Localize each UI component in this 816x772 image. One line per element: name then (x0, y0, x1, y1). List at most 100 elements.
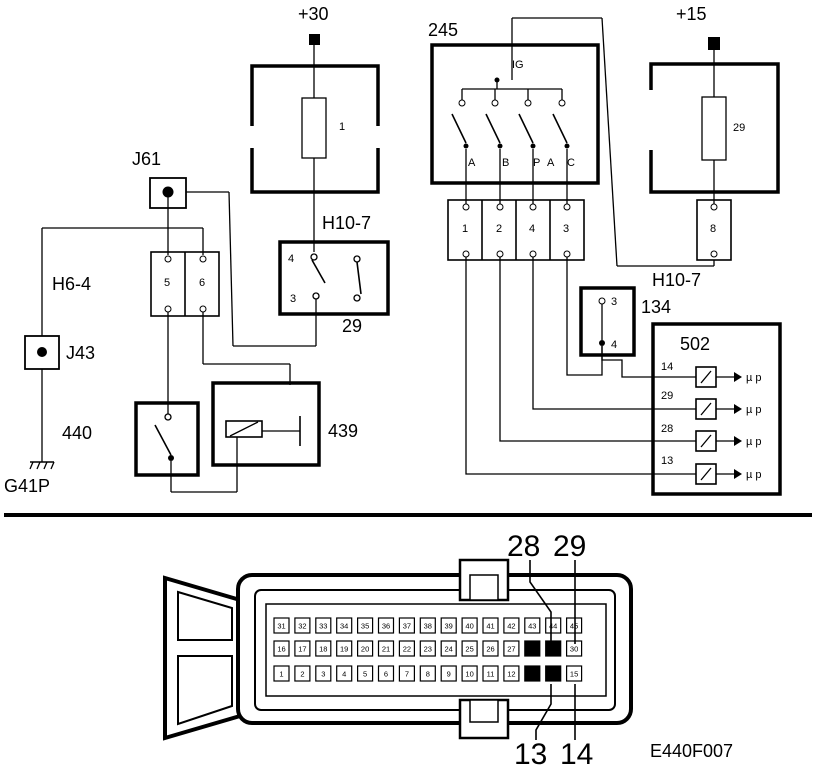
ecu-unit: µ p (746, 436, 762, 448)
connector-pin-label: 36 (382, 622, 390, 631)
ecu-wiring (465, 257, 696, 475)
connector-pin-label: 9 (447, 670, 451, 679)
connector-pin (565, 617, 583, 634)
connector-pin-label: 7 (405, 670, 409, 679)
connector-pin (336, 617, 353, 634)
callout-pin-28: 28 (507, 530, 540, 563)
supply-plus15: +15 29 8 (649, 4, 780, 261)
connector-134: 3 4 134 (579, 286, 671, 357)
connector-pin (336, 640, 353, 657)
ecu-unit: µ p (746, 469, 762, 481)
ignition-contact-b-icon (485, 113, 501, 144)
connector-pin-label: 30 (570, 645, 578, 654)
connector-pin-label: 1 (279, 670, 283, 679)
arrow-icon (734, 469, 742, 479)
connector-pin-label: 44 (549, 622, 557, 631)
arrow-icon (734, 372, 742, 382)
connector-pin (503, 665, 520, 682)
ignition-contact-c: C (567, 157, 575, 169)
connector-pin-label: 16 (277, 645, 285, 654)
connector-pin-label: 41 (486, 622, 494, 631)
ign-pin-4: 4 (529, 223, 535, 235)
connector-pin-label: 38 (424, 622, 432, 631)
connector-pin (440, 617, 457, 634)
connector-pin (524, 617, 541, 634)
connector-pin (545, 640, 562, 657)
ecu-unit: µ p (746, 372, 762, 384)
arrow-icon (734, 436, 742, 446)
connector-pin-label: 4 (342, 670, 346, 679)
connector-pin-label: 3 (321, 670, 325, 679)
connector-h6-4: H6-4 5 6 (41, 227, 291, 415)
j43-terminal-icon (37, 347, 47, 357)
door-switch (134, 401, 237, 493)
ecu-label: 502 (680, 334, 710, 354)
terminal-plus30-icon (309, 34, 320, 45)
relay-box-number: 29 (342, 316, 362, 336)
relay-contact-left-icon (311, 259, 326, 284)
callout-pin-13: 13 (514, 738, 547, 771)
connector-j43: J43 440 G41P (4, 335, 95, 496)
connector-134-label: 134 (641, 297, 671, 317)
connector-pin-label: 5 (363, 670, 367, 679)
connector-pin (545, 617, 562, 634)
connector-pin-label: 26 (486, 645, 494, 654)
connector-pin (482, 665, 499, 682)
connector-pin (461, 617, 478, 634)
relay-pin-3: 3 (290, 293, 296, 305)
connector-pin-label: 18 (319, 645, 327, 654)
connector-pin-label: 23 (424, 645, 432, 654)
ecu-input-13: 13 (661, 455, 673, 467)
connector-pin-label: 33 (319, 622, 327, 631)
j61-terminal-icon (162, 186, 174, 198)
connector-pin (503, 617, 520, 634)
arrow-icon (734, 404, 742, 414)
connector-pin-label: 34 (340, 622, 348, 631)
ign-pin-3: 3 (563, 223, 569, 235)
connector-pin-label: 24 (445, 645, 453, 654)
connector-pin (398, 665, 415, 682)
connector-pin (503, 640, 520, 657)
connector-pin (482, 617, 499, 634)
connector-pin-label: 27 (507, 645, 515, 654)
connector-pin (461, 665, 478, 682)
component-439-label: 439 (328, 421, 358, 441)
ignition-switch-label: 245 (428, 20, 458, 40)
ign-pin-2: 2 (496, 223, 502, 235)
connector-pin (315, 617, 332, 634)
connector-pin-label: 42 (507, 622, 515, 631)
ignition-ig-label: IG (512, 59, 524, 71)
ignition-contact-pa-icon (518, 113, 534, 144)
connector-pin (524, 665, 541, 682)
supply-plus30: +30 (298, 4, 329, 98)
h6-pin-5: 5 (164, 277, 170, 289)
connector-pin-label: 21 (382, 645, 390, 654)
h10-7-right-label: H10-7 (652, 270, 701, 290)
connector-pin (377, 617, 395, 634)
ignition-contact-a2: A (547, 157, 555, 169)
connector-pin (565, 640, 583, 657)
switch-contact-icon (154, 424, 172, 456)
connector-pin-label: 8 (426, 670, 430, 679)
relay-h10-7: H10-7 4 3 29 (233, 213, 390, 347)
callout-pin-29: 29 (553, 530, 586, 563)
ground-g41p-label: G41P (4, 476, 50, 496)
ignition-contact-b: B (502, 157, 509, 169)
connector-pin (294, 665, 311, 682)
fuse-29-label: 29 (733, 122, 745, 134)
connector-pin (294, 617, 311, 634)
connector-pin (524, 640, 541, 657)
connector-pin-label: 31 (277, 622, 285, 631)
connector-pin (357, 665, 374, 682)
ecu-unit: µ p (746, 404, 762, 416)
connector-pin-label: 17 (298, 645, 306, 654)
connector-pin (419, 640, 436, 657)
connector-pin (315, 665, 332, 682)
connector-pin-label: 32 (298, 622, 306, 631)
ecu-input-29: 29 (661, 390, 673, 402)
connector-pin (315, 640, 332, 657)
connector-pin-label: 35 (361, 622, 369, 631)
connector-pin-label: 11 (487, 670, 495, 679)
